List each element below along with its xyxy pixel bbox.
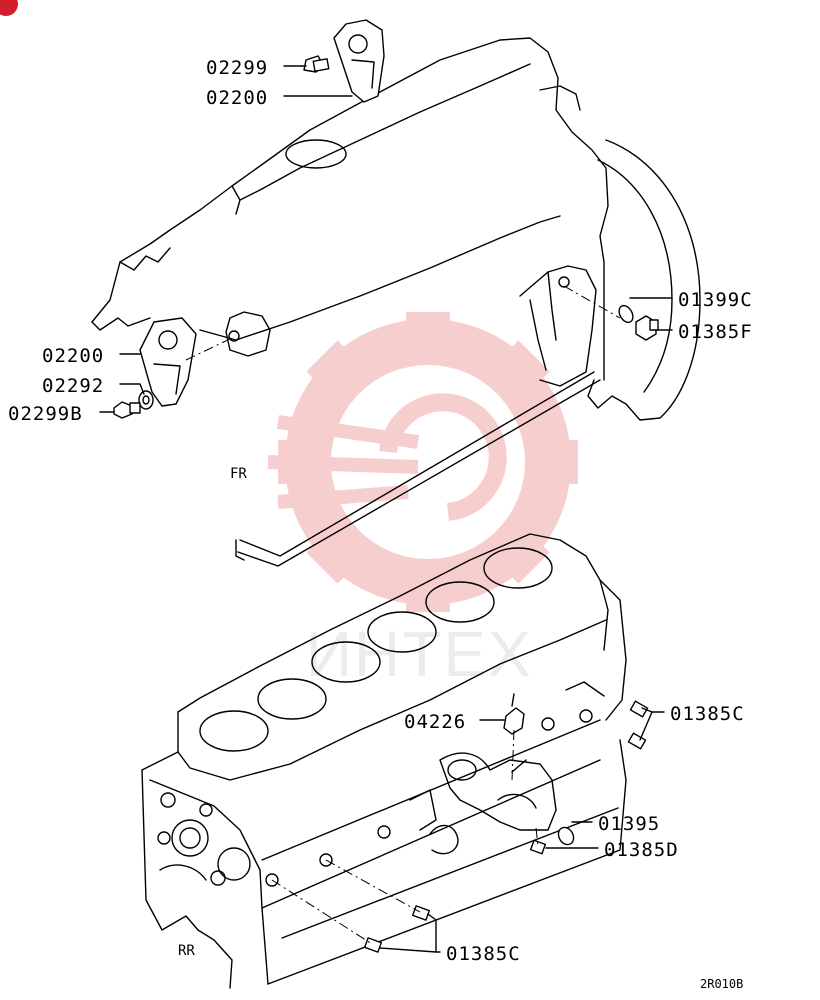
cylinder-head-cover: [91, 37, 701, 567]
callout-01385C-right: 01385C: [670, 703, 745, 725]
callout-02299B: 02299B: [8, 403, 83, 425]
gasket-01399C: [618, 304, 634, 324]
callout-02200-left: 02200: [42, 345, 104, 367]
plug-01385C-upper-b: [627, 732, 647, 750]
top-engine-hanger: [333, 19, 385, 103]
washer-02292: [138, 390, 154, 410]
figure-code: 2R010B: [700, 977, 743, 991]
callout-02299: 02299: [206, 57, 268, 79]
watermark-text: ИНТЕХ: [306, 618, 533, 690]
plug-01385D: [529, 839, 547, 855]
bolt-02299: [303, 55, 330, 73]
callout-02200-top: 02200: [206, 87, 268, 109]
plug-01385C-upper-a: [629, 700, 649, 718]
plug-01385C-lower-b: [364, 937, 382, 953]
plug-01385C-lower-a: [412, 905, 430, 921]
callout-01385D: 01385D: [604, 839, 679, 861]
sensor-04226: [503, 693, 525, 735]
front-label: FR: [230, 466, 247, 482]
watermark-gear: [267, 312, 578, 612]
callout-01385F: 01385F: [678, 321, 753, 343]
callout-02292: 02292: [42, 375, 104, 397]
callout-01385C-bottom: 01385C: [446, 943, 521, 965]
corner-badge: [0, 0, 18, 16]
cylinder-block: [141, 533, 627, 989]
callout-01395: 01395: [598, 813, 660, 835]
plug-01395: [557, 826, 575, 846]
bolt-02299B: [113, 401, 141, 419]
callout-01399C: 01399C: [678, 289, 753, 311]
callout-04226: 04226: [404, 711, 466, 733]
front-engine-hanger: [139, 317, 197, 407]
rear-label: RR: [178, 943, 195, 959]
callout-leaders: [99, 65, 673, 953]
plug-01385F: [635, 315, 659, 341]
